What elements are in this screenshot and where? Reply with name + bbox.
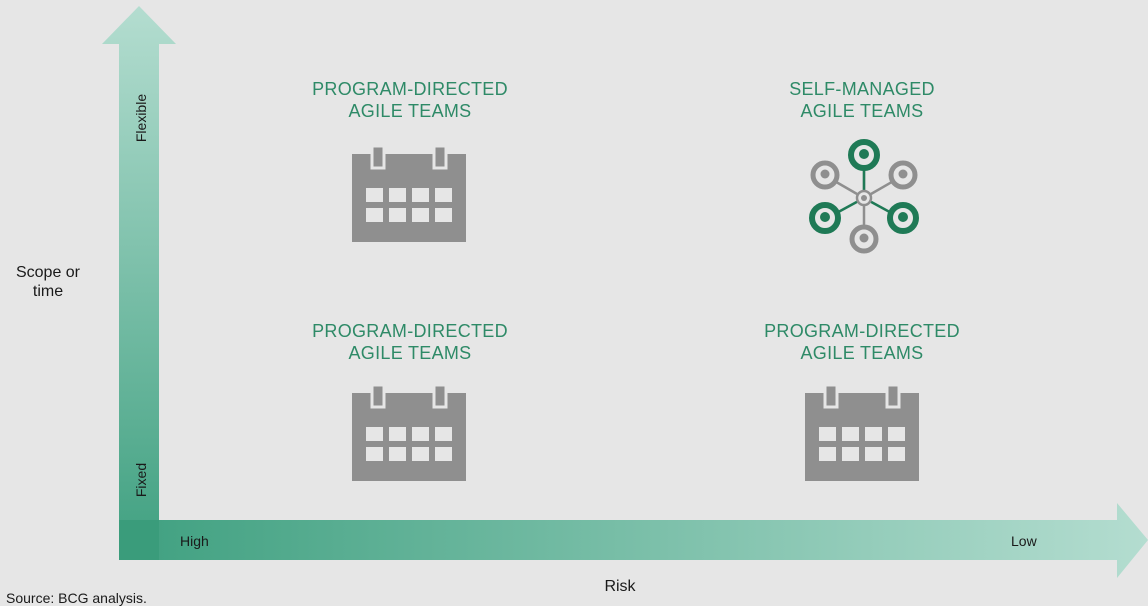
y-axis-title: Scope or time	[15, 264, 81, 300]
title-line-2: AGILE TEAMS	[348, 343, 472, 363]
x-axis-right-label: Low	[1011, 533, 1037, 549]
source-note: Source: BCG analysis.	[6, 590, 147, 606]
title-line-2: AGILE TEAMS	[800, 101, 924, 121]
x-axis-left-label: High	[180, 533, 209, 549]
calendar-icon	[352, 146, 466, 242]
title-line-2: AGILE TEAMS	[348, 101, 472, 121]
title-line-1: SELF-MANAGED	[789, 79, 935, 99]
quadrant-bottom-left-title: PROGRAM-DIRECTED AGILE TEAMS	[260, 320, 560, 364]
quadrant-top-right-title: SELF-MANAGED AGILE TEAMS	[712, 78, 1012, 122]
x-axis-arrow	[119, 503, 1148, 578]
quadrant-bottom-right-title: PROGRAM-DIRECTED AGILE TEAMS	[712, 320, 1012, 364]
network-team-icon	[809, 139, 919, 254]
title-line-1: PROGRAM-DIRECTED	[312, 79, 508, 99]
axis-corner	[119, 520, 159, 560]
calendar-icon	[805, 385, 919, 481]
calendar-icon	[352, 385, 466, 481]
team-member-node	[848, 139, 880, 171]
y-axis-bottom-label: Fixed	[133, 462, 149, 498]
title-line-1: PROGRAM-DIRECTED	[312, 321, 508, 341]
y-axis-top-label: Flexible	[133, 93, 149, 143]
quadrant-top-left-title: PROGRAM-DIRECTED AGILE TEAMS	[260, 78, 560, 122]
title-line-2: AGILE TEAMS	[800, 343, 924, 363]
title-line-1: PROGRAM-DIRECTED	[764, 321, 960, 341]
x-axis-title: Risk	[604, 578, 636, 595]
y-axis-arrow	[102, 6, 176, 560]
